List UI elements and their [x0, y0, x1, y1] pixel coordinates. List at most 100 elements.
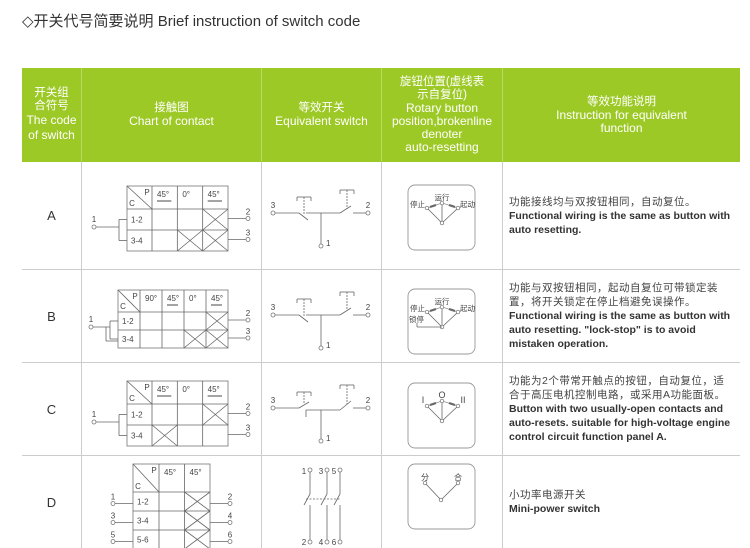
wire-line: [298, 212, 309, 221]
terminal-label: 1: [326, 239, 331, 248]
knob-position: [424, 403, 430, 409]
terminal-label: 1: [302, 467, 307, 476]
knob-position: [439, 200, 445, 206]
wire-line: [126, 380, 153, 405]
terminal-node: [245, 237, 251, 242]
terminal-label: 1: [111, 493, 116, 502]
description-zh: 功能为2个带常开触点的按钮，自动复位，适合于高压电机控制电路，或采用A功能面板。: [509, 375, 726, 401]
terminal-label: 4: [228, 512, 233, 521]
angle-label: 45°: [208, 385, 220, 394]
knob-frame: [407, 288, 476, 355]
terminal-label: 5: [332, 467, 337, 476]
knob-label: 合: [454, 472, 462, 482]
terminal-label: 2: [366, 303, 371, 312]
wire-line: [333, 493, 341, 506]
wire-line: [441, 405, 459, 422]
wire-line: [205, 311, 229, 331]
terminal-node: [245, 317, 251, 323]
knob-label: 分: [421, 473, 429, 482]
terminal-node: [91, 224, 97, 230]
knob-position: [439, 304, 445, 310]
knob-frame: [407, 463, 476, 530]
contact-row-label: 3-4: [137, 517, 149, 526]
wire-line: [448, 401, 456, 407]
description-zh: 功能接线均与双按钮相同，自动复位。: [509, 195, 696, 208]
switch-code-label: D: [46, 494, 57, 510]
header-text: Instruction for equivalent: [556, 107, 687, 122]
terminal-node: [245, 411, 251, 416]
wire-line: [448, 307, 456, 313]
terminal-node: [365, 210, 371, 216]
contact-row-label: 5-6: [137, 536, 149, 545]
contact-grid: [117, 289, 229, 349]
wire-line: [183, 329, 207, 349]
wire-line: [298, 401, 310, 409]
terminal-node: [307, 539, 313, 545]
angle-label: 90°: [145, 294, 157, 303]
description-en: Functional wiring is the same as button …: [509, 310, 731, 350]
angle-label: 45°: [167, 294, 179, 303]
wire-line: [339, 400, 352, 411]
terminal-label: 2: [246, 309, 251, 318]
wire-line: [339, 307, 352, 316]
terminal-label: 3: [271, 201, 276, 210]
header-text: The code: [26, 113, 77, 127]
angle-label: 45°: [157, 385, 169, 394]
terminal-label: 3: [246, 424, 251, 433]
rotary-position: 分合: [382, 456, 503, 548]
terminal-node: [245, 335, 251, 341]
corner-p-label: P: [144, 188, 149, 197]
header-text: 等效开关: [298, 102, 345, 114]
header-text: 旋钮位置(虚线表: [399, 76, 485, 88]
corner-c-label: C: [135, 482, 141, 491]
knob-position: [424, 309, 430, 315]
terminal-label: 6: [332, 538, 337, 547]
knob-frame: [407, 382, 476, 449]
terminal-node: [227, 520, 233, 525]
terminal-label: 3: [271, 303, 276, 312]
contact-row-label: 3-4: [131, 432, 143, 441]
wire-line: [177, 229, 203, 252]
terminal-label: 2: [246, 208, 251, 217]
terminal-label: 6: [228, 531, 233, 540]
knob-label: 起动: [460, 199, 475, 209]
angle-label: 0°: [182, 385, 190, 394]
terminal-node: [324, 539, 330, 545]
switch-code-label: A: [47, 208, 56, 223]
corner-c-label: C: [120, 302, 126, 311]
terminal-node: [91, 419, 97, 425]
terminal-node: [365, 405, 371, 411]
terminal-label: 4: [319, 538, 324, 547]
knob-label: O: [438, 390, 445, 400]
angle-label: 45°: [157, 190, 169, 199]
terminal-node: [227, 539, 233, 544]
terminal-node: [324, 467, 330, 473]
terminal-label: 2: [366, 396, 371, 405]
knob-position: [439, 398, 445, 404]
knob-label: 运行: [435, 192, 450, 202]
wire-line: [339, 205, 352, 214]
terminal-node: [270, 210, 276, 216]
knob-label: 锁停: [409, 314, 424, 324]
terminal-node: [318, 345, 324, 351]
corner-p-label: P: [132, 292, 137, 301]
knob-position: [439, 418, 445, 424]
rotary-position-svg: 分合: [407, 463, 476, 530]
